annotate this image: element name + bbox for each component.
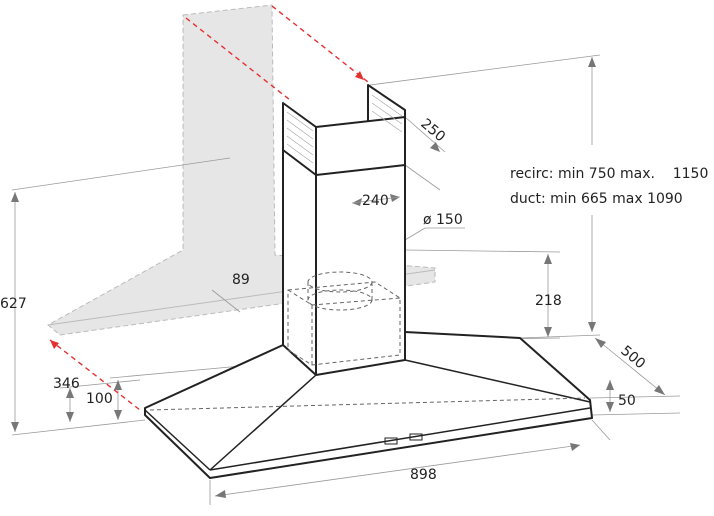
hood-canopy [144,331,593,479]
note-recirc: recirc: min 750 max. 1150 [510,166,708,182]
dim-chimney-depth: 250 [417,116,448,145]
dim-346: 346 [53,376,80,392]
chimney [282,84,406,375]
dim-hood-edge: 50 [618,393,636,409]
dim-duct-diameter: ø 150 [423,212,463,228]
dim-total-height: 627 [0,296,27,312]
dim-chimney-width: 240 [362,193,389,209]
arrowheads [11,57,665,498]
dim-motor-height: 218 [535,293,562,309]
note-duct: duct: min 665 max 1090 [510,191,683,207]
dim-240-line [351,196,401,204]
dim-100: 100 [86,391,113,407]
red-guide-lines [49,5,369,411]
control-buttons [384,433,423,445]
dim-hood-width: 898 [410,467,437,483]
dim-hood-depth: 500 [617,343,648,372]
dim-shelf: 89 [232,272,250,288]
motor-hidden [287,271,401,366]
